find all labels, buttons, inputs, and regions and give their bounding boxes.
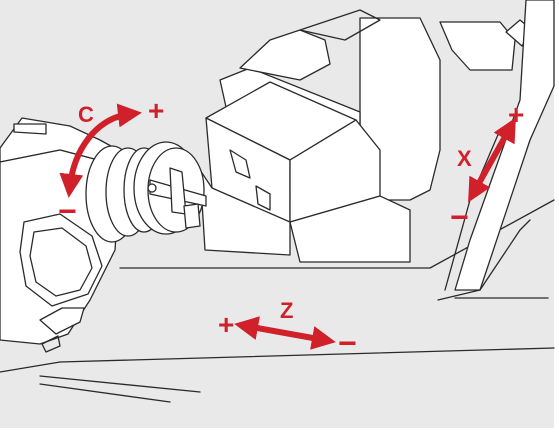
c-axis-label: C	[78, 102, 94, 127]
axis-indicators: C + − X + − Z + −	[58, 95, 524, 361]
x-axis-label: X	[457, 146, 472, 171]
chuck	[85, 141, 207, 243]
c-axis-plus: +	[148, 95, 164, 126]
x-axis-plus: +	[508, 99, 524, 130]
turret-block	[205, 81, 381, 223]
slide-block	[199, 169, 411, 263]
z-axis-label: Z	[280, 298, 293, 323]
x-axis-minus: −	[450, 199, 469, 235]
z-axis-arrow	[234, 316, 336, 350]
c-axis-minus: −	[58, 193, 77, 229]
x-axis-arrow	[468, 117, 516, 203]
z-axis-minus: −	[338, 325, 357, 361]
machine-bed	[0, 199, 555, 403]
z-axis-plus: +	[218, 309, 234, 340]
c-axis-arrow	[59, 103, 142, 198]
